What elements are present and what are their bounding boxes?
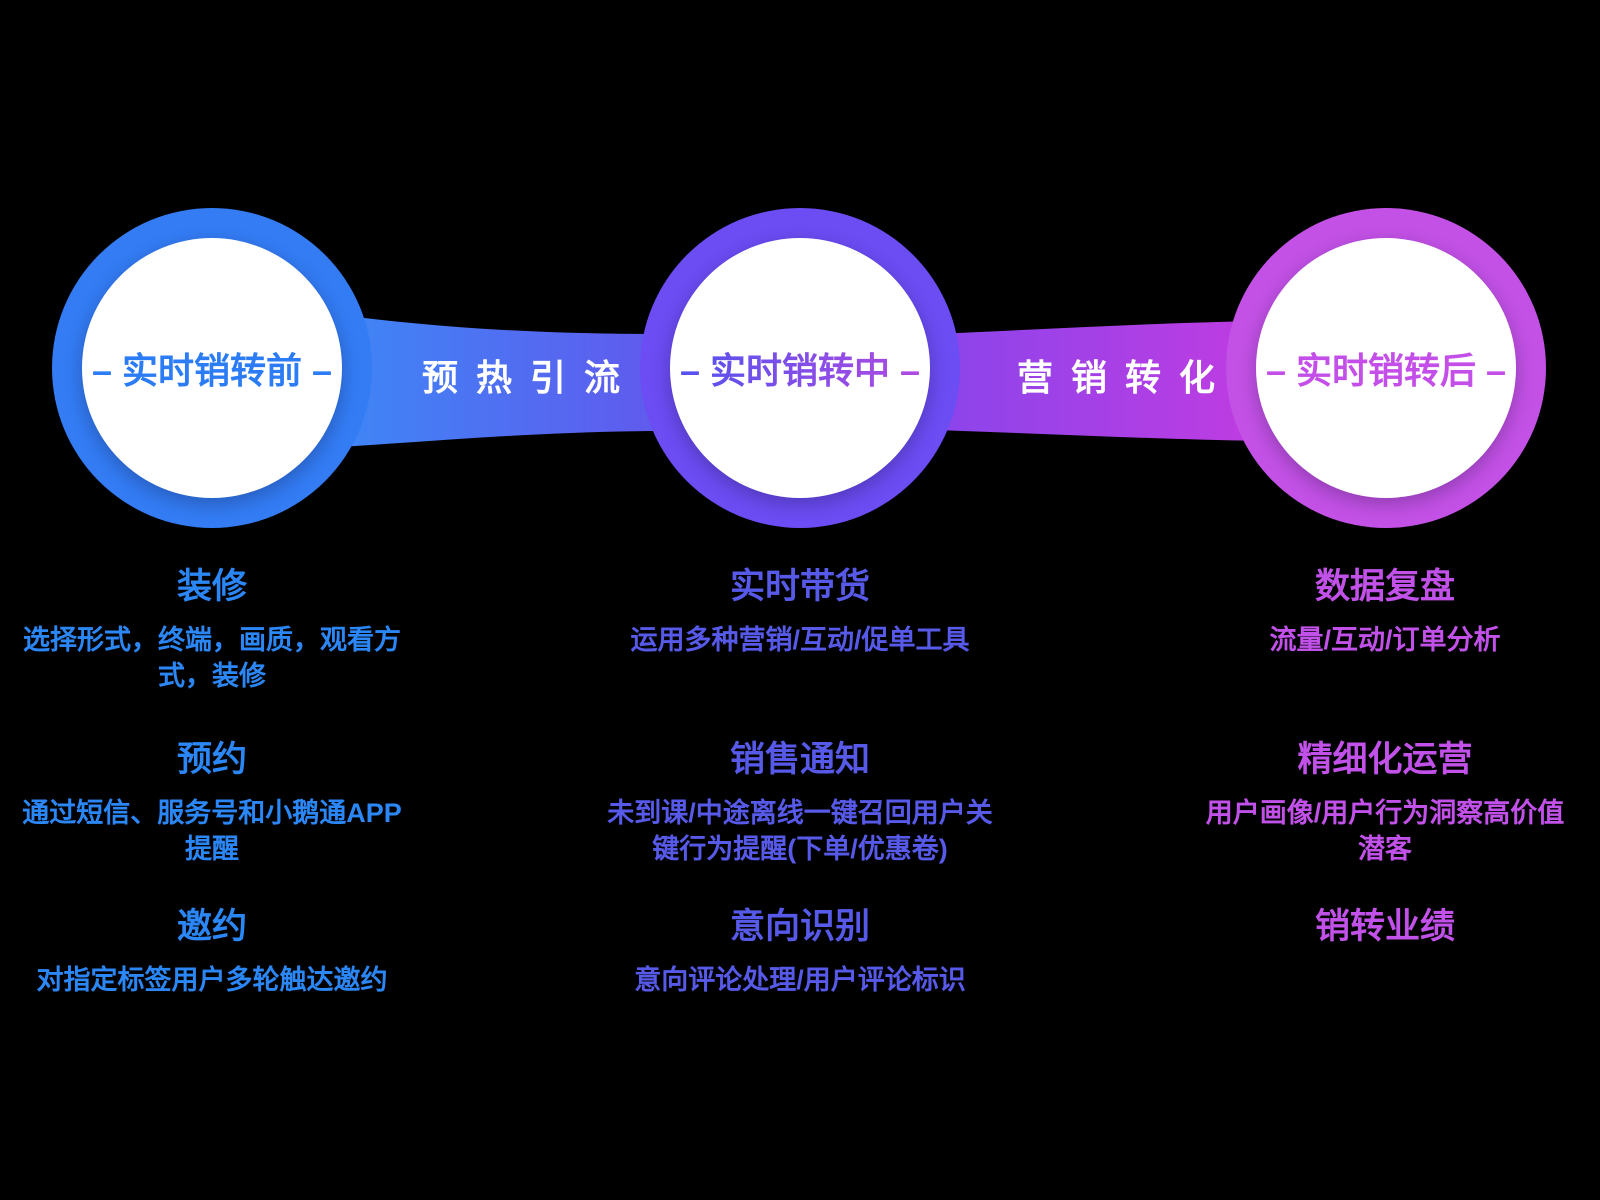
stage-circle-live-inner: – 实时销转中 – <box>670 238 930 498</box>
section-desc: 意向评论处理/用户评论标识 <box>634 965 966 995</box>
section-title: 精细化运营 <box>1297 740 1473 779</box>
column-post: 数据复盘 流量/互动/订单分析 精细化运营 用户画像/用户行为洞察高价值 潜客 … <box>1185 0 1585 1200</box>
stage-circle-pre-inner: – 实时销转前 – <box>82 238 342 498</box>
stage-label-pre: – 实时销转前 – <box>91 350 333 391</box>
section-desc: 用户画像/用户行为洞察高价值 潜客 <box>1205 798 1565 864</box>
feature-section-invite: 邀约 对指定标签用户多轮触达邀约 <box>12 900 412 998</box>
stage-circle-post-inner: – 实时销转后 – <box>1256 238 1516 498</box>
section-title: 实时带货 <box>729 567 870 606</box>
section-title: 意向识别 <box>729 907 870 946</box>
section-desc: 流量/互动/订单分析 <box>1269 625 1501 655</box>
stage-label-post: – 实时销转后 – <box>1265 350 1507 391</box>
feature-section-notice: 销售通知 未到课/中途离线一键召回用户关 键行为提醒(下单/优惠卷) <box>600 733 1000 867</box>
section-title: 装修 <box>176 567 247 606</box>
stage-circle-live: – 实时销转中 – <box>640 208 960 528</box>
feature-section-refined-ops: 精细化运营 用户画像/用户行为洞察高价值 潜客 <box>1185 733 1585 867</box>
section-title: 销售通知 <box>729 740 870 779</box>
section-title: 数据复盘 <box>1314 567 1455 606</box>
feature-section-intent: 意向识别 意向评论处理/用户评论标识 <box>600 900 1000 998</box>
column-pre: 装修 选择形式，终端，画质，观看方 式，装修 预约 通过短信、服务号和小鹅通AP… <box>12 0 412 1200</box>
feature-section-performance: 销转业绩 <box>1185 900 1585 962</box>
section-title: 销转业绩 <box>1314 907 1455 946</box>
feature-section-livesell: 实时带货 运用多种营销/互动/促单工具 <box>600 560 1000 658</box>
section-title: 预约 <box>176 740 247 779</box>
connector-label-preheat: 预热引流 <box>421 357 638 398</box>
section-desc: 选择形式，终端，画质，观看方 式，装修 <box>23 625 401 691</box>
feature-section-review: 数据复盘 流量/互动/订单分析 <box>1185 560 1585 658</box>
stage-label-live: – 实时销转中 – <box>680 342 920 394</box>
section-title: 邀约 <box>176 907 247 946</box>
section-desc: 未到课/中途离线一键召回用户关 键行为提醒(下单/优惠卷) <box>607 798 993 864</box>
stage-circle-post: – 实时销转后 – <box>1226 208 1546 528</box>
connector-band-preheat <box>340 315 665 447</box>
feature-section-decorate: 装修 选择形式，终端，画质，观看方 式，装修 <box>12 560 412 694</box>
connector-band-conversion <box>935 321 1262 441</box>
section-desc: 对指定标签用户多轮触达邀约 <box>36 965 388 995</box>
column-live: 实时带货 运用多种营销/互动/促单工具 销售通知 未到课/中途离线一键召回用户关… <box>600 0 1000 1200</box>
connector-label-conversion: 营销转化 <box>1016 357 1233 398</box>
stage-circle-pre: – 实时销转前 – <box>52 208 372 528</box>
section-desc: 通过短信、服务号和小鹅通APP 提醒 <box>22 798 402 864</box>
section-desc: 运用多种营销/互动/促单工具 <box>630 625 970 655</box>
feature-section-book: 预约 通过短信、服务号和小鹅通APP 提醒 <box>12 733 412 867</box>
